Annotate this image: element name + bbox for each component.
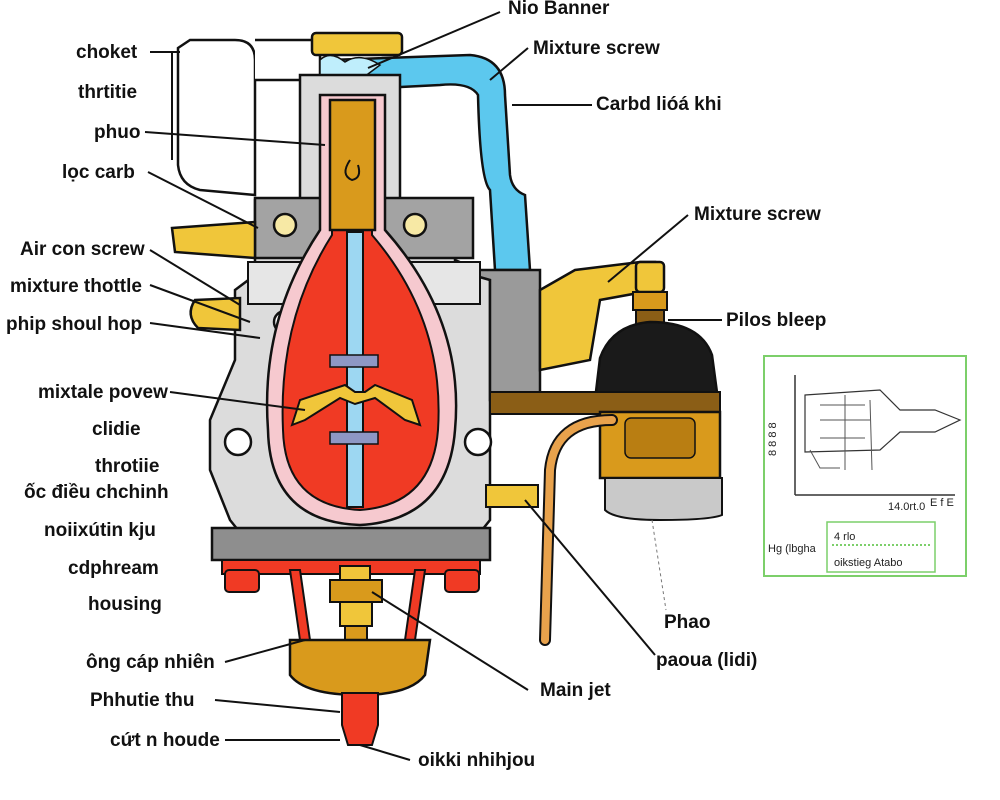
label-mixture-thottle: mixture thottle [10,276,142,297]
inset-legend-box [826,521,936,573]
inset-small-note: 14.0rt.0 [888,501,925,513]
base-red-strut-right [403,569,427,641]
label-mixtale-povew: mixtale povew [38,382,168,403]
label-nip-banner: Nio Banner [508,0,610,19]
right-screw-ring [632,291,668,311]
inset-figure: 8 8 8 8 E f E 14.0rt.0 4 rlo oikstieg At… [763,355,967,577]
float-cap-black [593,320,720,402]
label-housing: housing [88,594,162,615]
slide-mark [344,159,361,182]
inset-sketch-detail [820,395,873,471]
jet-nut-top [339,565,371,581]
inset-left-axis-text: 8 8 8 8 [767,422,779,456]
label-phao: phuo [94,122,140,143]
inset-bottom-axis-text: E f E [930,497,954,509]
jet-nut-lower [339,601,373,627]
inset-sketch-body [804,389,962,453]
label-clidie: clidie [92,419,141,440]
label-pilot-bleep: Pilos bleep [726,310,826,331]
butterfly-valve [290,383,422,427]
leader-lines [144,11,722,761]
jet-nut-mid [329,579,383,603]
label-main-jet: Main jet [540,680,611,701]
link-bar [489,391,721,415]
label-throttle: thrtitie [78,82,137,103]
right-screw-head [634,260,666,294]
drain-nozzle [341,692,379,746]
top-cap [310,31,404,57]
label-choke: choket [76,42,138,63]
label-phip-shout-hop: phip shoul hop [6,314,142,335]
base-red-strut-left [288,569,312,641]
base-red-leg-right [444,569,480,593]
bolt-lower-right [463,427,493,457]
base-plate [210,526,492,562]
jet-nut-ring [344,625,368,641]
left-nozzle-lower [189,296,242,332]
throttle-slide [328,98,377,232]
label-carb-hoa-khi: Carbd lióá khi [596,94,722,115]
bolt-lower-left [223,427,253,457]
base-red-leg-left [224,569,260,593]
label-mixture-screw-right: Mixture screw [694,204,821,225]
label-throttie: throtiie [95,456,159,477]
label-oc-dieu-chinh: ốc điều chchinh [24,482,169,503]
label-phutie-thu: Phhutie thu [90,690,194,711]
label-mixture-screw-top: Mixture screw [533,38,660,59]
float-bowl [288,638,432,697]
left-nozzle-upper [170,220,257,260]
body-fitting-right [485,484,539,508]
needle-clip-1 [329,354,379,368]
right-bowl-window [624,417,696,459]
label-cdphream: cdphream [68,558,159,579]
orange-hose-fill [541,416,616,644]
dashed-guide-1 [651,519,667,611]
inset-legend-caption: oikstieg Atabo [834,557,903,569]
label-cut-n-houde: cứt n houde [110,730,220,751]
needle-clip-2 [329,431,379,445]
label-loc-carb: lọc carb [62,162,135,183]
bolt-upper-left [272,212,298,238]
jet-needle [346,231,364,508]
bolt-upper-right [402,212,428,238]
inset-left-caption: Hg (lbgha [768,543,817,555]
label-paoua-right: paoua (lidi) [656,650,757,671]
label-noiiu-utin-kju: noiixútin kju [44,520,156,541]
label-oikki-nhihjou: oikki nhihjou [418,750,535,771]
inset-legend-title: 4 rlo [834,531,855,543]
label-ong-cap-nhien: ông cáp nhiên [86,652,215,673]
right-gray-housing [604,477,723,522]
choke-housing-outline [176,38,257,197]
label-phao-right: Phao [664,612,710,633]
label-air-con-screw: Air con screw [20,239,145,260]
inset-sketch-tail [809,449,840,469]
